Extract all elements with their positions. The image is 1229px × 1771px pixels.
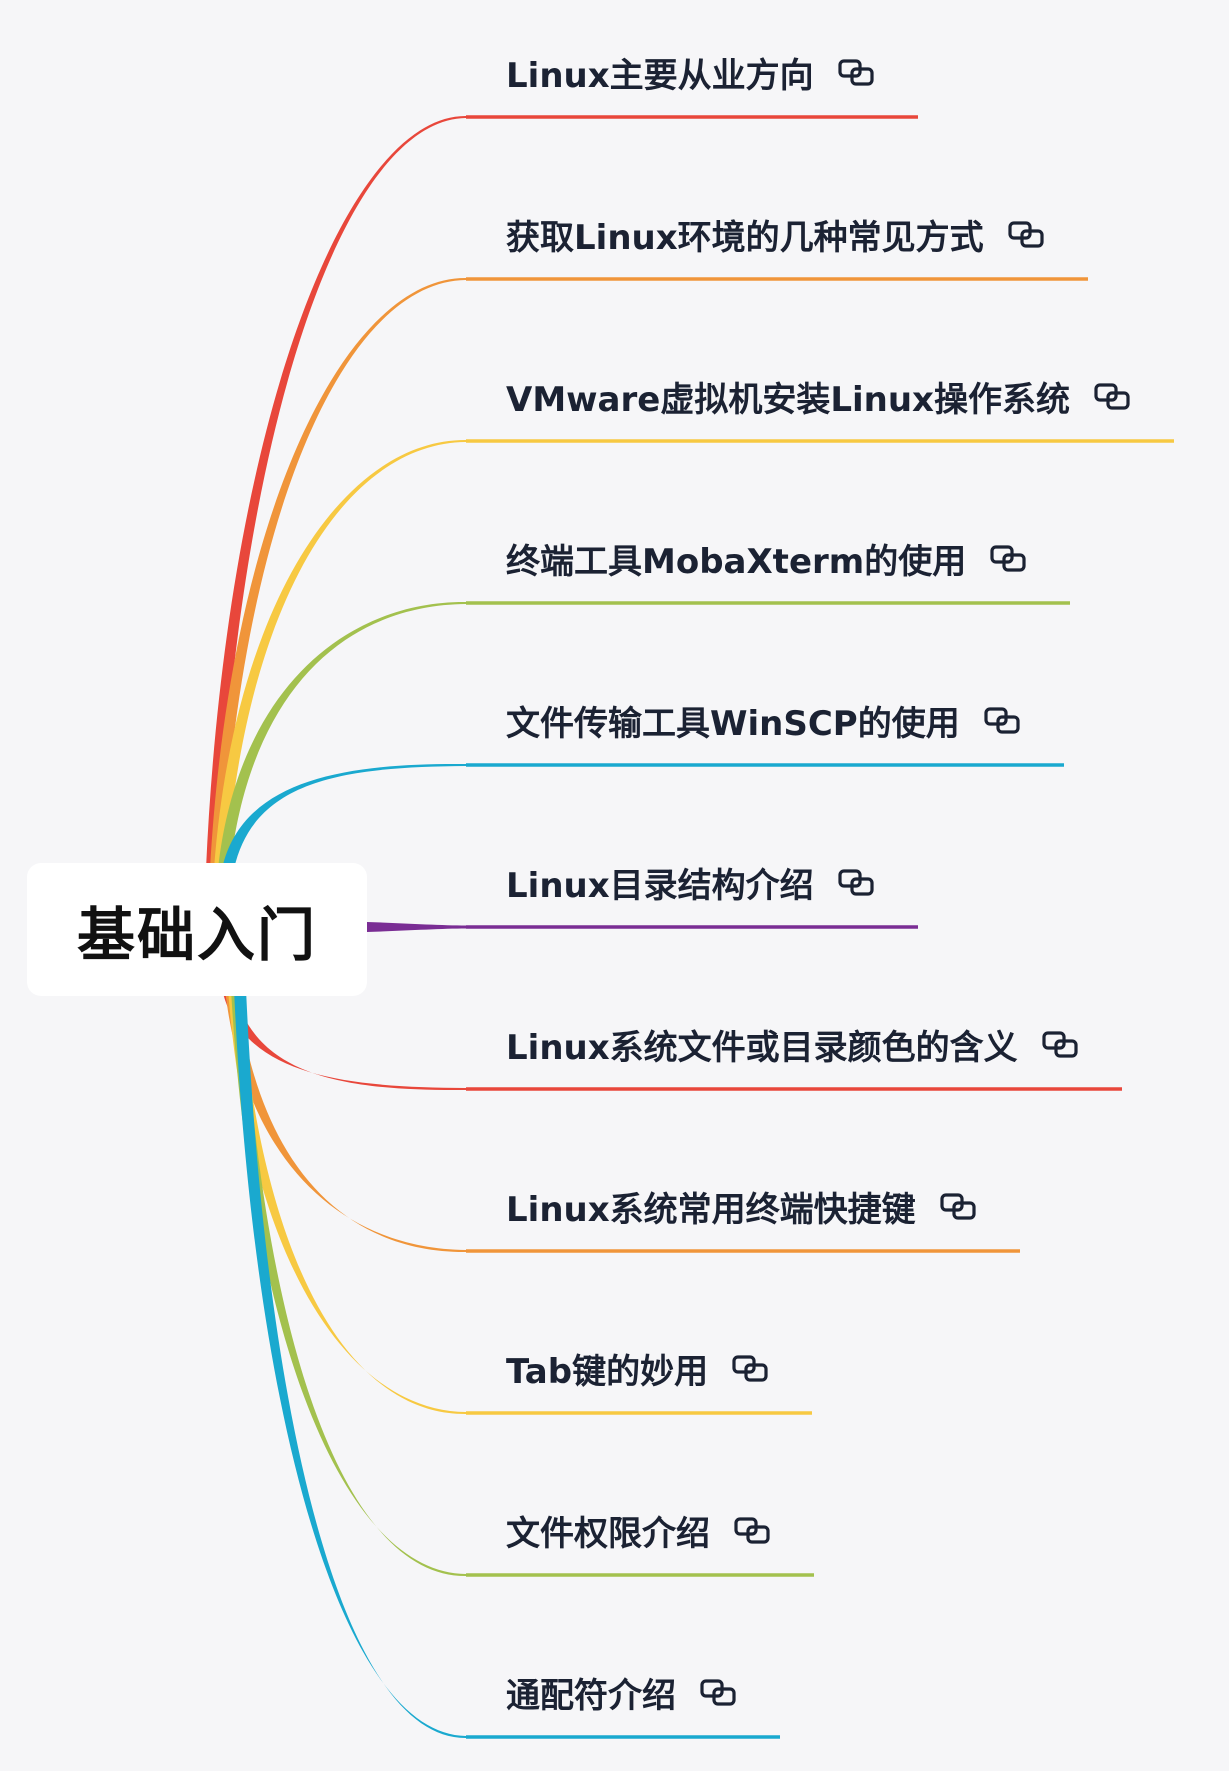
branch-connector (222, 763, 466, 869)
link-icon[interactable] (698, 1676, 740, 1708)
branch-topic-label: Linux系统常用终端快捷键 (506, 1189, 916, 1230)
branch-connector (206, 115, 466, 869)
branch-topic[interactable]: Linux目录结构介绍 (506, 852, 878, 912)
link-icon[interactable] (1040, 1028, 1082, 1060)
branch-connector (222, 989, 466, 1091)
branch-topic[interactable]: VMware虚拟机安装Linux操作系统 (506, 366, 1134, 426)
branch-topic[interactable]: Tab键的妙用 (506, 1338, 772, 1398)
branch-topic-label: 终端工具MobaXterm的使用 (506, 541, 967, 582)
branch-topic-label: Linux目录结构介绍 (506, 865, 814, 906)
branch-topic-label: VMware虚拟机安装Linux操作系统 (506, 379, 1070, 420)
branch-topic-label: Tab键的妙用 (506, 1351, 709, 1392)
link-icon[interactable] (732, 1514, 774, 1546)
root-topic-label: 基础入门 (76, 900, 317, 969)
branch-topic-label: 文件传输工具WinSCP的使用 (506, 703, 960, 744)
branch-topic-label: 通配符介绍 (506, 1675, 676, 1716)
branch-topic-label: Linux主要从业方向 (506, 55, 814, 96)
branch-connector (218, 601, 466, 869)
branch-connector (210, 277, 466, 869)
link-icon[interactable] (836, 866, 878, 898)
branch-connector (214, 439, 466, 869)
link-icon[interactable] (982, 704, 1024, 736)
root-topic[interactable]: 基础入门 (27, 863, 367, 996)
branch-topic[interactable]: 终端工具MobaXterm的使用 (506, 528, 1030, 588)
link-icon[interactable] (938, 1190, 980, 1222)
branch-topic-label: 获取Linux环境的几种常见方式 (506, 217, 984, 258)
branch-topic[interactable]: 文件传输工具WinSCP的使用 (506, 690, 1024, 750)
link-icon[interactable] (1092, 380, 1134, 412)
link-icon[interactable] (730, 1352, 772, 1384)
branch-connector (367, 922, 466, 932)
branch-topic[interactable]: 文件权限介绍 (506, 1500, 774, 1560)
link-icon[interactable] (836, 56, 878, 88)
branch-topic-label: Linux系统文件或目录颜色的含义 (506, 1027, 1018, 1068)
branch-topic[interactable]: Linux主要从业方向 (506, 42, 878, 102)
branch-connector (234, 989, 466, 1739)
link-icon[interactable] (1006, 218, 1048, 250)
link-icon[interactable] (988, 542, 1030, 574)
branch-connector (228, 989, 466, 1415)
branch-topic[interactable]: 通配符介绍 (506, 1662, 740, 1722)
branch-topic[interactable]: Linux系统文件或目录颜色的含义 (506, 1014, 1082, 1074)
branch-topic[interactable]: 获取Linux环境的几种常见方式 (506, 204, 1048, 264)
branch-connector (231, 989, 466, 1577)
branch-topic[interactable]: Linux系统常用终端快捷键 (506, 1176, 980, 1236)
branch-topic-label: 文件权限介绍 (506, 1513, 710, 1554)
